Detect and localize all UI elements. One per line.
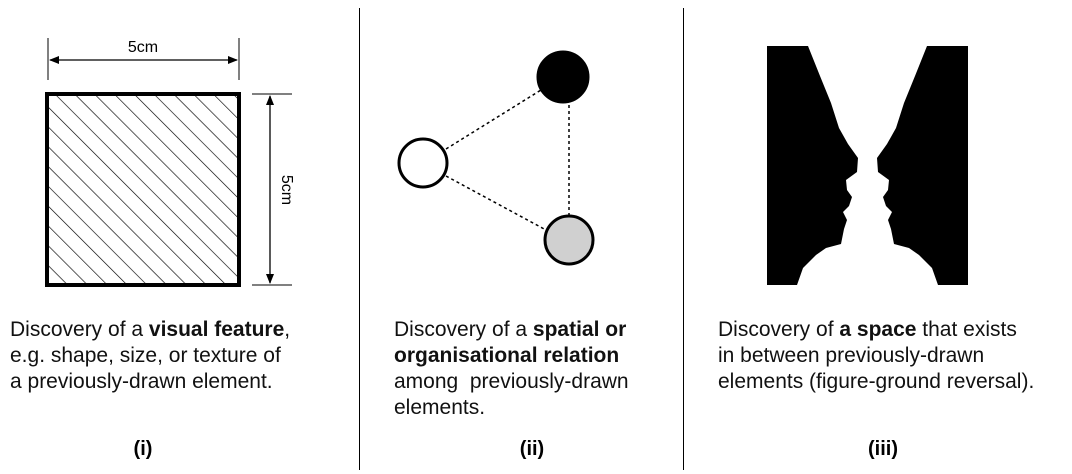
- caption-i-bold: visual feature: [148, 318, 285, 341]
- right-face-silhouette: [877, 46, 968, 285]
- panel-label-i: (i): [133, 438, 153, 460]
- caption-ii: Discovery of a spatial or organisational…: [394, 318, 629, 419]
- caption-ii-bold-1: spatial or: [532, 318, 627, 341]
- panel-label-iii: (iii): [868, 438, 898, 460]
- panel-i-graphic: 5cm 5cm: [45, 38, 295, 287]
- filled-circle: [536, 50, 590, 104]
- caption-iii: Discovery of a space that exists in betw…: [718, 318, 1035, 393]
- empty-circle: [397, 137, 449, 189]
- dim-right-label: 5cm: [278, 175, 295, 205]
- gray-circle: [543, 214, 595, 266]
- caption-iii-bold: a space: [839, 318, 917, 341]
- relation-line-white-black: [445, 89, 542, 150]
- divider-right: [683, 8, 684, 470]
- hatched-square: [45, 92, 241, 287]
- caption-i: Discovery of a visual feature, e.g. shap…: [10, 318, 291, 393]
- left-face-silhouette: [767, 46, 858, 285]
- caption-ii-bold-2: organisational relation: [394, 344, 620, 367]
- panel-label-ii: (ii): [519, 438, 545, 460]
- relation-line-white-gray: [445, 175, 547, 231]
- dim-top-label: 5cm: [128, 39, 158, 56]
- panel-ii-graphic: [397, 50, 595, 266]
- divider-left: [359, 8, 360, 470]
- panel-iii-graphic: [767, 46, 968, 285]
